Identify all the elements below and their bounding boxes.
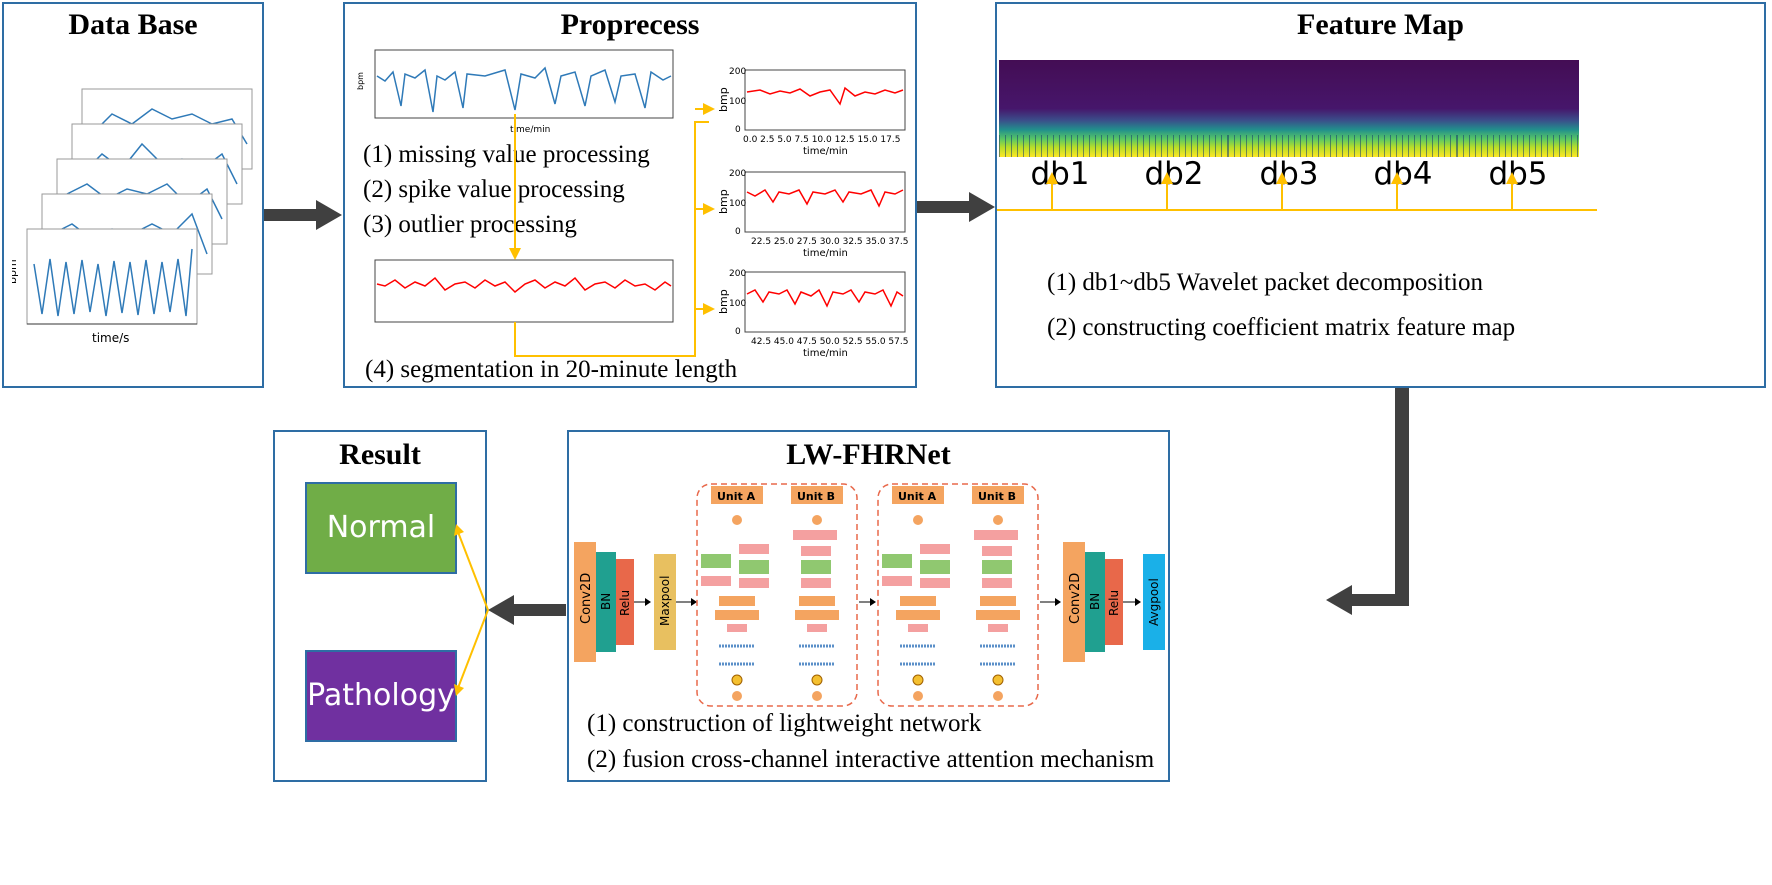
database-panel: Data Base bpm time/s (2, 2, 264, 388)
seg3-ytick: 100 (729, 299, 746, 309)
wavelet-label-db3: db3 (1259, 156, 1319, 192)
relu-label-2: Relu (1107, 590, 1121, 616)
unit-label: Unit B (978, 490, 1016, 503)
conv-label-2: Conv2D (1068, 573, 1083, 624)
network-panel: LW-FHRNet Conv2D BN Relu Maxpool Unit A … (567, 430, 1170, 782)
segment-chart-2: bmp 200 100 0 22.5 25.0 27.5 30.0 32.5 3… (717, 169, 908, 259)
seg3-ytick: 0 (735, 327, 741, 337)
relu-label-1: Relu (618, 590, 632, 616)
feature-map-panel: Feature Map db1 db2 db3 db4 db5 (1) db1~… (995, 2, 1766, 388)
seg1-ytick: 100 (729, 97, 746, 107)
preprocess-title: Proprecess (560, 8, 700, 41)
database-stacked-signals: bpm time/s (12, 88, 253, 345)
result-fork-arrows (454, 524, 489, 696)
avgpool-label: Avgpool (1147, 578, 1161, 626)
network-step-1: (1) construction of lightweight network (587, 710, 982, 737)
stack-card-1 (26, 228, 198, 325)
seg1-ytick: 200 (729, 67, 746, 77)
bn-label-1: BN (599, 593, 613, 610)
preprocess-step-4: (4) segmentation in 20-minute length (365, 356, 738, 383)
arrow-network-to-result (488, 595, 566, 625)
result-normal: Normal (305, 482, 457, 574)
maxpool-label: Maxpool (658, 576, 672, 626)
arrow-preprocess-to-featuremap (917, 192, 995, 222)
segment-chart-3: bmp 200 100 0 42.5 45.0 47.5 50.0 52.5 5… (717, 269, 908, 359)
conv-layer-1 (574, 542, 596, 662)
seg3-xticks: 42.5 45.0 47.5 50.0 52.5 55.0 57.5 (751, 337, 908, 347)
seg1-xlabel: time/min (803, 146, 848, 157)
seg2-ytick: 0 (735, 227, 741, 237)
preprocess-step-3: (3) outlier processing (363, 211, 577, 238)
network-step-2: (2) fusion cross-channel interactive att… (587, 746, 1155, 773)
seg2-xticks: 22.5 25.0 27.5 30.0 32.5 35.0 37.5 (751, 237, 908, 247)
preprocess-step-1: (1) missing value processing (363, 141, 650, 168)
relu-layer-2 (1105, 559, 1123, 645)
preprocess-connectors (509, 103, 715, 357)
wavelet-map-db2 (1113, 60, 1235, 157)
raw-signal-chart: time/min bpm (356, 49, 674, 135)
raw-ylabel: bpm (356, 72, 365, 90)
seg3-xlabel: time/min (803, 348, 848, 359)
wavelet-map-db1 (999, 60, 1121, 157)
wavelet-map-db5 (1457, 60, 1579, 157)
cleaned-signal-chart (374, 259, 674, 323)
seg2-xlabel: time/min (803, 248, 848, 259)
wavelet-label-db1: db1 (1030, 156, 1090, 192)
seg1-ytick: 0 (735, 125, 741, 135)
relu-layer-1 (616, 559, 634, 645)
seg1-ylabel: bmp (717, 87, 730, 112)
result-pathology: Pathology (305, 650, 457, 742)
database-xlabel: time/s (92, 331, 129, 345)
seg3-ytick: 200 (729, 269, 746, 279)
maxpool-layer (654, 554, 676, 650)
unit-label: Unit A (898, 490, 937, 503)
conv-label-1: Conv2D (579, 573, 594, 624)
wavelet-map-db3 (1228, 60, 1350, 157)
seg2-ylabel: bmp (717, 189, 730, 214)
raw-xlabel: time/min (510, 125, 550, 135)
bn-layer-2 (1085, 552, 1105, 652)
seg3-ylabel: bmp (717, 289, 730, 314)
seg1-xticks: 0.0 2.5 5.0 7.5 10.0 12.5 15.0 17.5 (743, 135, 900, 145)
feature-map-title: Feature Map (1297, 8, 1464, 41)
result-panel: Result Normal Pathology (273, 430, 487, 782)
wavelet-label-db4: db4 (1373, 156, 1433, 192)
preprocess-panel: Proprecess time/min bpm (1) missing valu… (343, 2, 917, 388)
unit-label: Unit A (717, 490, 756, 503)
conv-layer-2 (1063, 542, 1085, 662)
feature-step-2: (2) constructing coefficient matrix feat… (1047, 314, 1516, 341)
bn-layer-1 (596, 552, 616, 652)
wavelet-label-db5: db5 (1488, 156, 1548, 192)
database-title: Data Base (68, 8, 198, 41)
feature-step-1: (1) db1~db5 Wavelet packet decomposition (1047, 269, 1483, 296)
seg2-ytick: 200 (729, 169, 746, 179)
result-title: Result (339, 438, 421, 471)
arrow-featuremap-to-network (1326, 388, 1409, 615)
network-title: LW-FHRNet (786, 438, 951, 471)
segment-chart-1: bmp 200 100 0 0.0 2.5 5.0 7.5 10.0 12.5 … (717, 67, 906, 157)
seg2-ytick: 100 (729, 199, 746, 209)
arrow-database-to-preprocess (264, 200, 342, 230)
bn-label-2: BN (1088, 593, 1102, 610)
network-architecture: Conv2D BN Relu Maxpool Unit A Unit B Uni… (574, 483, 1165, 707)
wavelet-map-db4 (1342, 60, 1464, 157)
preprocess-step-2: (2) spike value processing (363, 176, 625, 203)
avgpool-layer (1143, 554, 1165, 650)
unit-label: Unit B (797, 490, 835, 503)
wavelet-label-db2: db2 (1144, 156, 1204, 192)
wavelet-connectors (997, 172, 1597, 211)
database-ylabel: bpm (12, 259, 19, 284)
